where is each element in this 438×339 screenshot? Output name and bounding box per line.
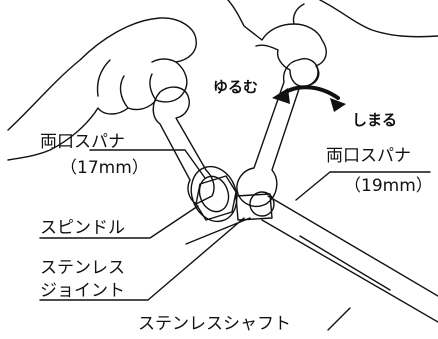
shaft-label: ステンレスシャフト <box>138 314 291 334</box>
shaft-shape <box>261 195 438 323</box>
spindle-label: スピンドル <box>40 218 125 238</box>
left-hand <box>7 17 197 161</box>
joint-label-line1: ステンレス <box>40 258 125 278</box>
right-wrench-size-label: （19mm） <box>344 176 433 196</box>
left-wrench-size-label: （17mm） <box>60 158 149 178</box>
rotation-arrowhead-left <box>272 88 290 104</box>
rotation-arrowhead-right <box>330 98 346 112</box>
left-wrench-label: 両口スパナ <box>40 132 125 152</box>
spindle-tail <box>185 217 251 245</box>
right-hand <box>227 0 327 87</box>
loosen-label: ゆるむ <box>213 78 259 96</box>
leader-shaft <box>327 307 351 331</box>
leader-spindle <box>39 205 199 239</box>
left-wrench-shape <box>152 86 215 205</box>
leader-joint <box>39 217 245 301</box>
joint-label-line2: ジョイント <box>40 281 125 301</box>
leader-right-wrench <box>295 171 431 201</box>
right-wrench-label: 両口スパナ <box>326 146 411 166</box>
leader-left-wrench <box>89 149 206 179</box>
right-wrench-shape <box>236 58 319 208</box>
tighten-label: しまる <box>352 111 398 129</box>
spindle-hex <box>195 175 237 221</box>
